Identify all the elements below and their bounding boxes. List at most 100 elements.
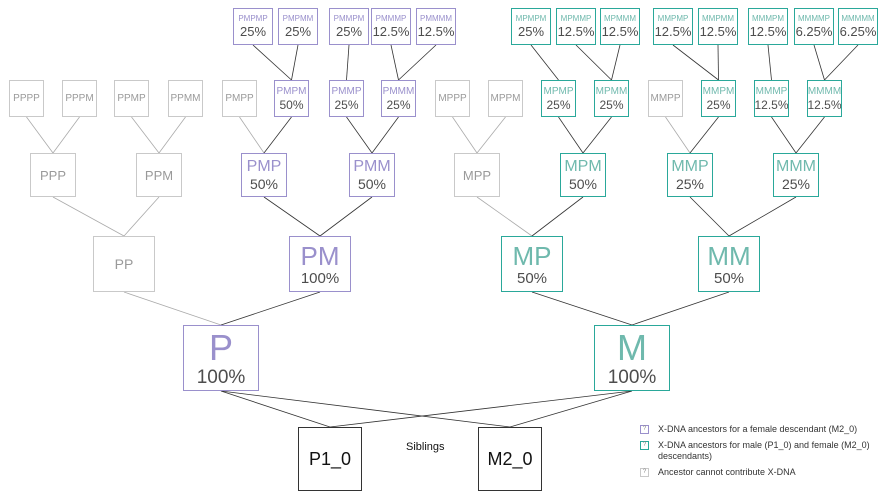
node-label: PMPM xyxy=(276,85,307,97)
edge-ppm-ppmp xyxy=(131,116,160,154)
node-label: PMPMP xyxy=(238,14,268,23)
node-m2-0: M2_0 xyxy=(478,427,542,491)
node-percent: 50% xyxy=(713,269,745,287)
node-label: PMPP xyxy=(225,92,254,104)
edge-mmpm-mmpmm xyxy=(717,44,719,81)
node-pp: PP xyxy=(93,236,155,292)
node-percent: 6.25% xyxy=(795,24,833,39)
node-percent: 25% xyxy=(335,24,363,39)
node-label: MP xyxy=(512,240,552,271)
node-label: PMMP xyxy=(331,85,362,97)
node-mppm: MPPM xyxy=(488,80,523,117)
node-label: MPPP xyxy=(438,92,467,104)
node-label: PPP xyxy=(39,167,66,183)
legend-item-none: ? Ancestor cannot contribute X-DNA xyxy=(640,467,880,478)
node-percent: 25% xyxy=(675,176,705,192)
node-label: MMMMP xyxy=(798,14,830,23)
node-label: M2_0 xyxy=(487,449,533,469)
node-label: MMPMM xyxy=(702,14,734,23)
edge-mmmp-mmmpm xyxy=(767,44,772,81)
edge-pmp-pmpm xyxy=(263,116,292,154)
edge-pp-ppp xyxy=(52,196,125,237)
edge-pm-pmm xyxy=(319,196,373,237)
node-percent: 100% xyxy=(300,269,340,287)
edge-mm-mmp xyxy=(689,196,730,237)
node-label: MMPP xyxy=(650,92,681,104)
edge-mmmm-mmmmp xyxy=(813,44,825,81)
edge-mmpm-mmpmp xyxy=(672,44,719,81)
node-percent: 100% xyxy=(196,366,246,388)
node-percent: 50% xyxy=(249,176,279,192)
node-label: PPMP xyxy=(117,92,146,104)
edge-pmpm-pmpmp xyxy=(252,44,292,81)
legend-item-both: ? X-DNA ancestors for male (P1_0) and fe… xyxy=(640,440,880,462)
node-label: P1_0 xyxy=(308,449,352,469)
edge-m-mp xyxy=(531,291,633,326)
edge-mmp-mmpp xyxy=(665,116,691,154)
edge-pmp-pmpp xyxy=(239,116,265,154)
node-percent: 25% xyxy=(599,97,624,112)
node-label: MPMMP xyxy=(560,14,592,23)
node-label: MMPM xyxy=(702,85,735,97)
edge-ppp-pppp xyxy=(26,116,54,154)
node-label: PMM xyxy=(353,158,391,175)
node-ppp: PPP xyxy=(30,153,76,197)
node-label: PMMPM xyxy=(333,14,365,23)
edge-pmmm-pmmmp xyxy=(390,44,399,81)
edge-mmm-mmmp xyxy=(771,116,797,154)
node-label: PPPM xyxy=(65,92,94,104)
node-percent: 50% xyxy=(568,176,598,192)
edge-mpm-mpmm xyxy=(582,116,612,154)
edge-pmmp-pmmpm xyxy=(346,44,350,81)
edge-mpmm-mpmmm xyxy=(611,44,621,81)
node-label: MM xyxy=(707,240,751,271)
node-label: PMMMP xyxy=(375,14,407,23)
legend-text-female: X-DNA ancestors for a female descendant … xyxy=(658,424,858,434)
node-label: PP xyxy=(114,256,134,272)
edge-m2-0-m xyxy=(509,390,633,428)
node-label: MMPMP xyxy=(657,14,689,23)
node-label: MMMM xyxy=(807,85,842,97)
edge-mmmm-mmmmm xyxy=(824,44,859,81)
edge-mpp-mppp xyxy=(452,116,478,154)
node-percent: 12.5% xyxy=(749,24,787,39)
edge-p1-0-p xyxy=(220,390,331,428)
node-label: MPM xyxy=(564,158,602,175)
node-percent: 12.5% xyxy=(417,24,455,39)
edge-mm-mmm xyxy=(728,196,797,237)
node-percent: 12.5% xyxy=(557,24,595,39)
edge-m2-0-p xyxy=(220,390,511,428)
edge-pp-ppm xyxy=(123,196,160,237)
node-percent: 25% xyxy=(334,97,359,112)
legend-text-none: Ancestor cannot contribute X-DNA xyxy=(658,467,796,477)
node-label: PMMM xyxy=(382,85,415,97)
node-mmpp: MMPP xyxy=(648,80,683,117)
edge-ppm-ppmm xyxy=(158,116,186,154)
edge-pmm-pmmm xyxy=(371,116,399,154)
node-ppmp: PPMP xyxy=(114,80,149,117)
node-label: M xyxy=(617,326,647,368)
node-label: MMMPM xyxy=(752,14,784,23)
node-label: MPMP xyxy=(543,85,574,97)
node-label: PM xyxy=(300,240,340,271)
edge-pmm-pmmp xyxy=(346,116,373,154)
